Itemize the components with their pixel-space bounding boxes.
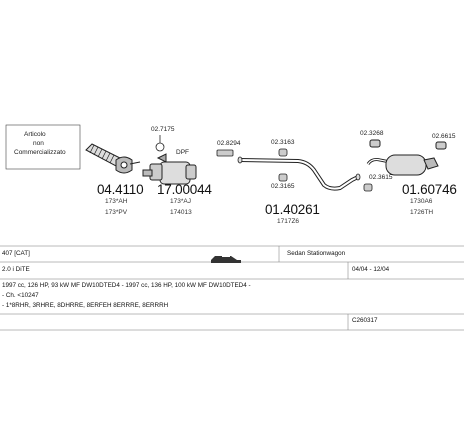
dpf-unit [142,153,197,185]
chassis-label: - Ch. <10247 [2,292,39,299]
spec-label: 1997 cc, 126 HP, 93 kW MF DW10DTED4 - 19… [2,282,251,289]
part-ref: 1717Z6 [277,218,300,225]
part-number: 01.60746 [402,182,457,197]
model-label: 407 [CAT] [2,250,30,257]
info-table-lines [0,245,464,331]
car-silhouette-icon [211,255,241,263]
callout-label: 02.6615 [432,133,456,140]
part-number: 01.40261 [265,202,320,217]
callout-label: 02.7175 [151,126,175,133]
body-type-label: Sedan Stationwagon [287,250,346,257]
engine-codes-label: - 1*8RHR, 3RHRE, 8DHRRE, 8ERFEH 8ERRRE, … [2,302,169,309]
part-ref: 173*PV [105,209,128,216]
front-pipe-catalyst [85,143,141,174]
callout-label: DPF [176,149,189,156]
catalog-number: C260317 [352,317,378,324]
part-ref: 174013 [170,209,192,216]
note-box [5,124,81,170]
part-ref: 173*AH [105,198,128,205]
callout-label: 02.3268 [360,130,384,137]
callout-label: 02.3615 [369,174,393,181]
pipe-clamp-icon [155,135,165,152]
callout-label: 02.3163 [271,139,295,146]
callout-label: 02.3165 [271,183,295,190]
exhaust-gasket-icon [216,149,234,157]
rear-silencer [366,139,447,176]
note-line-2: non [33,140,44,147]
part-number: 04.4110 [97,182,144,197]
note-line-1: Articolo [24,131,46,138]
part-number: 17.00044 [157,182,212,197]
callout-label: 02.8294 [217,140,241,147]
note-line-3: Commercializzato [14,149,66,156]
part-ref: 1726TH [410,209,434,216]
part-ref: 173*AJ [170,198,191,205]
engine-label: 2.0 i DiTE [2,266,30,273]
centre-pipe [237,156,361,191]
date-range-label: 04/04 - 12/04 [352,266,390,273]
part-ref: 1730A6 [410,198,433,205]
rubber-hanger-icon [278,148,373,192]
